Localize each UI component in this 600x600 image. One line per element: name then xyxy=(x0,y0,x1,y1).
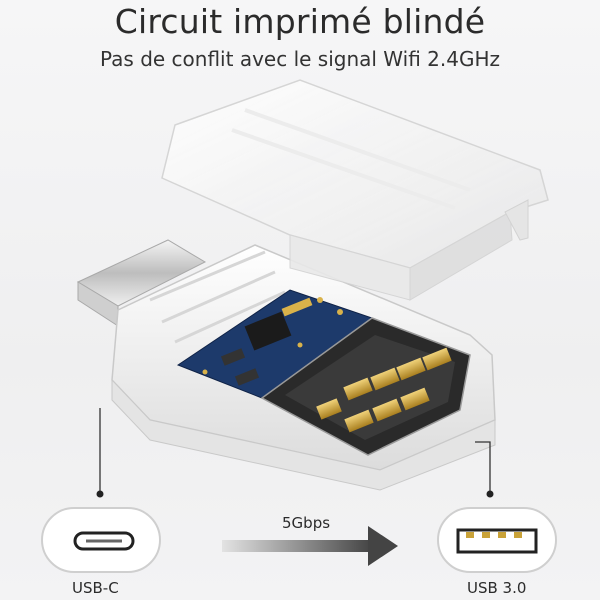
callout-dot-left xyxy=(96,490,104,498)
callout-dot-right xyxy=(486,490,494,498)
transfer-arrow xyxy=(222,526,398,566)
usb-c-plug xyxy=(76,239,207,327)
usb-a-port-icon xyxy=(437,507,557,573)
translucent-cap xyxy=(161,79,549,301)
pcb-board xyxy=(176,289,374,399)
page-title: Circuit imprimé blindé xyxy=(114,2,486,41)
usb-a-receptacle xyxy=(260,317,471,456)
usb-c-label: USB-C xyxy=(72,579,119,597)
speed-label: 5Gbps xyxy=(282,514,331,532)
usb-c-port-icon xyxy=(41,507,161,573)
callout-lines xyxy=(99,408,491,492)
usb-3-label: USB 3.0 xyxy=(467,579,527,597)
page-subtitle: Pas de conflit avec le signal Wifi 2.4GH… xyxy=(100,47,500,71)
